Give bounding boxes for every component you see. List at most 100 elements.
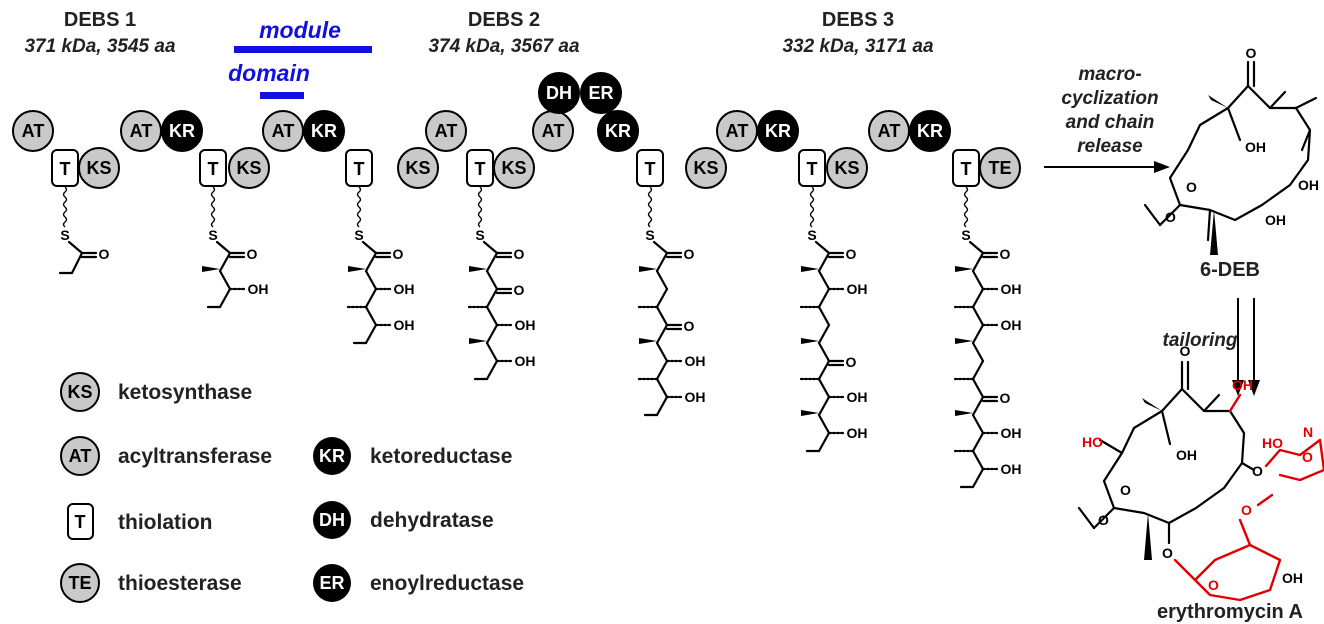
debs3-info: 332 kDa, 3171 aa <box>782 36 934 57</box>
bond <box>817 377 831 399</box>
tailoring-step: tailoring <box>1163 298 1260 396</box>
svg-text:OH: OH <box>1298 177 1319 193</box>
bond <box>482 240 499 255</box>
legend-er-label: enoylreductase <box>370 572 524 595</box>
svg-text:AT: AT <box>69 446 92 466</box>
bond <box>218 269 232 291</box>
legend-dh-label: dehydratase <box>370 509 494 532</box>
bond <box>655 287 669 309</box>
bond <box>655 269 669 291</box>
tether <box>647 186 653 228</box>
bond <box>971 467 985 489</box>
svg-text:KR: KR <box>319 446 345 466</box>
bond <box>971 251 985 273</box>
legend-ks-label: ketosynthase <box>118 381 252 404</box>
domain-ks: KS <box>685 147 727 189</box>
bond <box>817 323 831 345</box>
bond <box>364 287 378 309</box>
svg-text:OH: OH <box>1176 447 1197 463</box>
sulfur-atom: S <box>60 227 69 243</box>
svg-text:AT: AT <box>130 121 153 141</box>
bond <box>485 269 499 291</box>
debs2-title: DEBS 2 <box>468 9 540 31</box>
svg-text:AT: AT <box>435 121 458 141</box>
domain-t-label: T <box>807 159 818 179</box>
debs1-domains: AT T KS AT KR T KS AT KR T <box>12 110 373 189</box>
sulfur-atom: S <box>807 227 816 243</box>
bond <box>67 240 84 255</box>
cyclization-label-line4: release <box>1077 136 1143 157</box>
svg-text:HO: HO <box>1082 434 1103 450</box>
bond <box>817 341 831 363</box>
legend-dh: DH dehydratase <box>313 501 494 539</box>
methyl-wedge <box>469 338 487 344</box>
domain-dh: DH <box>538 72 580 114</box>
domain-kr: KR <box>757 110 799 152</box>
domain-t <box>345 149 373 187</box>
bond <box>817 287 831 309</box>
svg-text:AT: AT <box>878 121 901 141</box>
methyl-wedge <box>955 266 973 272</box>
svg-text:AT: AT <box>542 121 565 141</box>
domain-t <box>798 149 826 187</box>
oxygen-atom: O <box>846 354 857 370</box>
bond <box>364 323 378 345</box>
cyclization-label-line2: cyclization <box>1061 88 1158 109</box>
bond <box>215 240 232 255</box>
svg-text:O: O <box>1241 502 1252 518</box>
svg-text:O: O <box>1246 45 1257 61</box>
bond <box>817 431 831 453</box>
svg-text:KS: KS <box>405 158 430 178</box>
bond <box>655 305 669 327</box>
domain-kr: KR <box>161 110 203 152</box>
domain-t <box>199 149 227 187</box>
domain-kr: KR <box>303 110 345 152</box>
bond <box>485 323 499 345</box>
svg-text:N: N <box>1303 424 1313 440</box>
bond <box>655 323 669 345</box>
svg-text:KS: KS <box>693 158 718 178</box>
domain-t-label: T <box>60 159 71 179</box>
bond <box>971 413 985 435</box>
debs2-info: 374 kDa, 3567 aa <box>428 36 580 57</box>
methyl-wedge <box>639 266 657 272</box>
bond <box>971 395 985 417</box>
svg-text:O: O <box>1162 545 1173 561</box>
svg-text:KR: KR <box>311 121 337 141</box>
cyclization-label-line3: and chain <box>1066 112 1155 133</box>
domain-t <box>636 149 664 187</box>
domain-ks: KS <box>228 147 270 189</box>
bond <box>971 269 985 291</box>
domain-scale-bar <box>260 92 304 99</box>
svg-text:KR: KR <box>917 121 943 141</box>
domain-t-label: T <box>961 159 972 179</box>
methyl-wedge <box>469 266 487 272</box>
methyl-wedge <box>348 266 366 272</box>
bond <box>485 305 499 327</box>
legend-t-label: thiolation <box>118 511 212 534</box>
cyclization-step: macro- cyclization and chain release <box>1044 64 1170 173</box>
hydroxyl-group: OH <box>1001 317 1022 333</box>
6-deb-structure: O OH OH OH O O 6-DEB <box>1143 45 1319 281</box>
hydroxyl-group: OH <box>515 353 536 369</box>
svg-text:O: O <box>1120 482 1131 498</box>
methyl-wedge <box>955 338 973 344</box>
methyl-wedge <box>801 338 819 344</box>
bond <box>817 395 831 417</box>
svg-text:KS: KS <box>834 158 859 178</box>
legend-ks: KS ketosynthase <box>60 372 252 412</box>
domain-t-label: T <box>645 159 656 179</box>
tether <box>210 186 216 228</box>
svg-text:O: O <box>1208 577 1219 593</box>
svg-text:T: T <box>75 512 86 532</box>
domain-at: AT <box>425 110 467 152</box>
oxygen-atom: O <box>684 246 695 262</box>
hydroxyl-group: OH <box>1001 281 1022 297</box>
bond <box>364 269 378 291</box>
bond <box>485 287 499 309</box>
cyclization-arrowhead <box>1154 161 1170 173</box>
bond <box>485 359 499 381</box>
legend-te-label: thioesterase <box>118 572 242 595</box>
svg-text:DH: DH <box>319 510 345 530</box>
svg-text:OH: OH <box>1232 377 1253 393</box>
